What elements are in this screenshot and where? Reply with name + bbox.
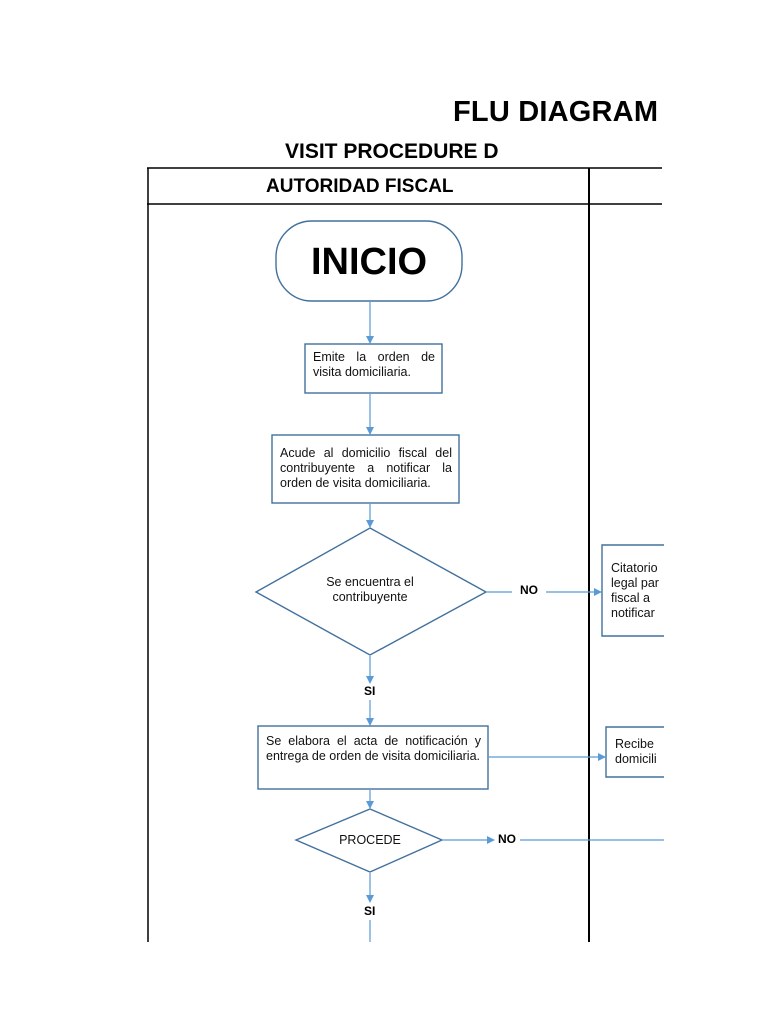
decision-1-shape <box>254 527 488 656</box>
decision-2-no-label: NO <box>498 832 516 846</box>
right-lane-box-1-line: legal par <box>611 576 659 590</box>
lane-title: AUTORIDAD FISCAL <box>266 176 454 197</box>
decision-2-shape <box>294 808 444 873</box>
step-2-text: Acude al domicilio fiscal del contribuye… <box>280 446 452 490</box>
right-lane-box-2-line: Recibe <box>615 737 654 751</box>
page-subtitle: VISIT PROCEDURE D <box>285 140 499 163</box>
page-title: FLU DIAGRAM <box>453 96 659 128</box>
step-1-text: Emite la orden de visita domiciliaria. <box>313 350 435 379</box>
step-1-shape <box>304 343 443 394</box>
right-lane-box-2-line: domicili <box>615 752 657 766</box>
decision-1-no-label: NO <box>520 583 538 597</box>
right-lane-box-1-line: notificar <box>611 606 655 620</box>
right-lane-box-2-text: Recibe domicili <box>615 737 664 767</box>
right-lane-box-1-text: Citatorio legal par fiscal a notificar <box>611 561 664 621</box>
step-3-text: Se elabora el acta de notificación y ent… <box>266 734 481 763</box>
decision-2-text: PROCEDE <box>339 833 401 847</box>
right-lane-box-1-shape <box>601 544 664 637</box>
right-lane-box-1-line: Citatorio <box>611 561 658 575</box>
decision-1-text: Se encuentra el contribuyente <box>326 575 414 604</box>
decision-2-yes-label: SI <box>364 904 376 918</box>
step-2-shape <box>271 434 460 504</box>
decision-1-yes-label: SI <box>364 684 376 698</box>
right-lane-box-1-line: fiscal a <box>611 591 650 605</box>
right-lane-box-2-shape <box>605 726 664 778</box>
start-terminator-label: INICIO <box>310 240 428 283</box>
start-terminator-shape <box>275 220 463 302</box>
step-3-shape <box>257 725 489 790</box>
